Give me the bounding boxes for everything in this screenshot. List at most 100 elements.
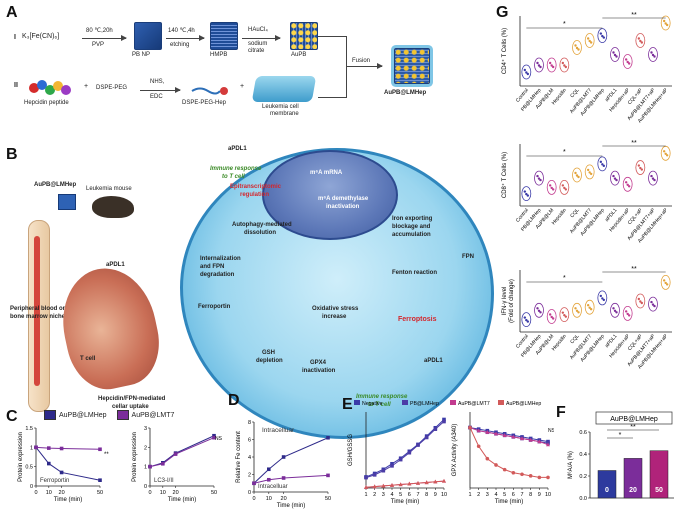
x-tick-label: 7 — [416, 492, 419, 498]
data-point — [564, 65, 568, 69]
x-tick-label: 3 — [382, 492, 385, 498]
immune-top-1: Immune response — [210, 166, 262, 172]
data-point — [511, 434, 516, 439]
data-point — [588, 171, 591, 174]
data-point — [523, 190, 527, 193]
violin — [559, 57, 570, 73]
data-point — [442, 478, 446, 483]
data-point — [267, 467, 271, 472]
data-point — [407, 481, 412, 486]
data-point — [161, 461, 165, 466]
sig-label: * — [563, 21, 566, 28]
leukemia-membrane-label-2: membrane — [270, 111, 299, 117]
data-point — [390, 461, 394, 466]
data-point — [639, 300, 642, 303]
data-point — [637, 297, 641, 301]
violin — [521, 64, 532, 80]
violin — [572, 167, 582, 183]
bar-label: 20 — [629, 487, 637, 494]
violin — [534, 302, 544, 318]
data-point — [599, 294, 603, 298]
violin — [660, 145, 671, 161]
series-line — [469, 427, 549, 443]
data-point — [525, 192, 528, 196]
x-tick-label: 20 — [59, 490, 65, 496]
blood-vessel-graphic — [52, 259, 168, 397]
panel-b-letter: B — [6, 146, 18, 163]
nucleus — [262, 150, 398, 240]
violin — [546, 179, 557, 195]
data-point — [615, 178, 618, 182]
data-point — [613, 177, 617, 180]
data-point — [589, 172, 593, 176]
data-point — [662, 279, 666, 282]
e-legend-swatch — [402, 400, 408, 405]
data-point — [407, 450, 412, 455]
d-inner-label: Intracelluar — [262, 427, 295, 434]
x-tick-label: 0 — [148, 490, 151, 496]
data-point — [602, 298, 606, 302]
data-point — [650, 174, 653, 178]
data-point — [372, 484, 377, 489]
step1-cond: 80 ℃,20h — [86, 28, 113, 34]
y-tick-label: 0 — [248, 490, 251, 496]
hmpb-label: HMPB — [210, 52, 228, 58]
x-tick-label: 9 — [538, 492, 541, 498]
row1-roman: I — [14, 34, 16, 41]
data-point — [665, 283, 669, 286]
dspe-peg-hep-label: DSPE-PEG-Hep — [182, 100, 227, 106]
data-point — [586, 37, 590, 40]
data-point — [561, 184, 565, 187]
data-point — [212, 433, 216, 438]
sig-label: * — [563, 275, 566, 282]
violin — [559, 307, 570, 323]
data-point — [390, 483, 394, 487]
data-point — [613, 53, 617, 57]
g-chart: CD4⁺ T Cells (%)ControlPB@LMHepAuPB@LMHe… — [501, 12, 672, 370]
data-point — [550, 64, 553, 67]
violin — [572, 302, 582, 318]
y-axis-label: M⁶A/A (%) — [567, 451, 574, 479]
data-point — [536, 61, 539, 65]
data-point — [589, 308, 593, 311]
e-right-significance: NS — [548, 428, 554, 434]
data-point — [551, 317, 555, 320]
internal-1: Internalization — [200, 256, 241, 262]
violin — [610, 170, 620, 186]
sig-label: * — [563, 149, 566, 156]
x-tick-label: 4 — [494, 492, 497, 498]
tcell-label: T cell — [80, 356, 96, 362]
bar — [597, 470, 617, 499]
data-point — [523, 316, 527, 319]
x-tick-label: 10 — [46, 490, 52, 496]
x-axis-label: Time (min) — [495, 499, 523, 505]
data-point — [586, 304, 590, 307]
apdl1-left: aPDL1 — [106, 262, 125, 268]
violin — [660, 274, 671, 290]
data-point — [612, 174, 615, 178]
x-tick-label: 10 — [266, 496, 272, 502]
leukemia-membrane-label-1: Leukemia cell — [262, 104, 299, 110]
y-tick-label: 1 — [144, 465, 147, 471]
data-point — [523, 68, 527, 72]
x-tick-label: 6 — [512, 492, 515, 498]
bar-label: 50 — [655, 487, 663, 494]
data-point — [615, 55, 618, 58]
data-point — [574, 44, 577, 47]
x-tick-label: 0 — [34, 490, 37, 496]
data-point — [653, 304, 656, 308]
data-point — [561, 311, 565, 314]
c-legend-label-1: AuPB@LMHep — [59, 411, 107, 419]
e-legend-swatch — [498, 400, 504, 405]
data-point — [485, 456, 490, 461]
m6a-demeth-1: m⁶A demethylase — [318, 196, 369, 202]
data-point — [526, 194, 530, 197]
fenton-label: Fenton reaction — [392, 270, 438, 276]
x-tick-label: CQL — [569, 87, 580, 99]
data-point — [539, 311, 542, 314]
data-point — [281, 476, 286, 480]
data-point — [564, 315, 568, 318]
k3fe-label: K₃[Fe(CN)₆] — [22, 33, 60, 40]
